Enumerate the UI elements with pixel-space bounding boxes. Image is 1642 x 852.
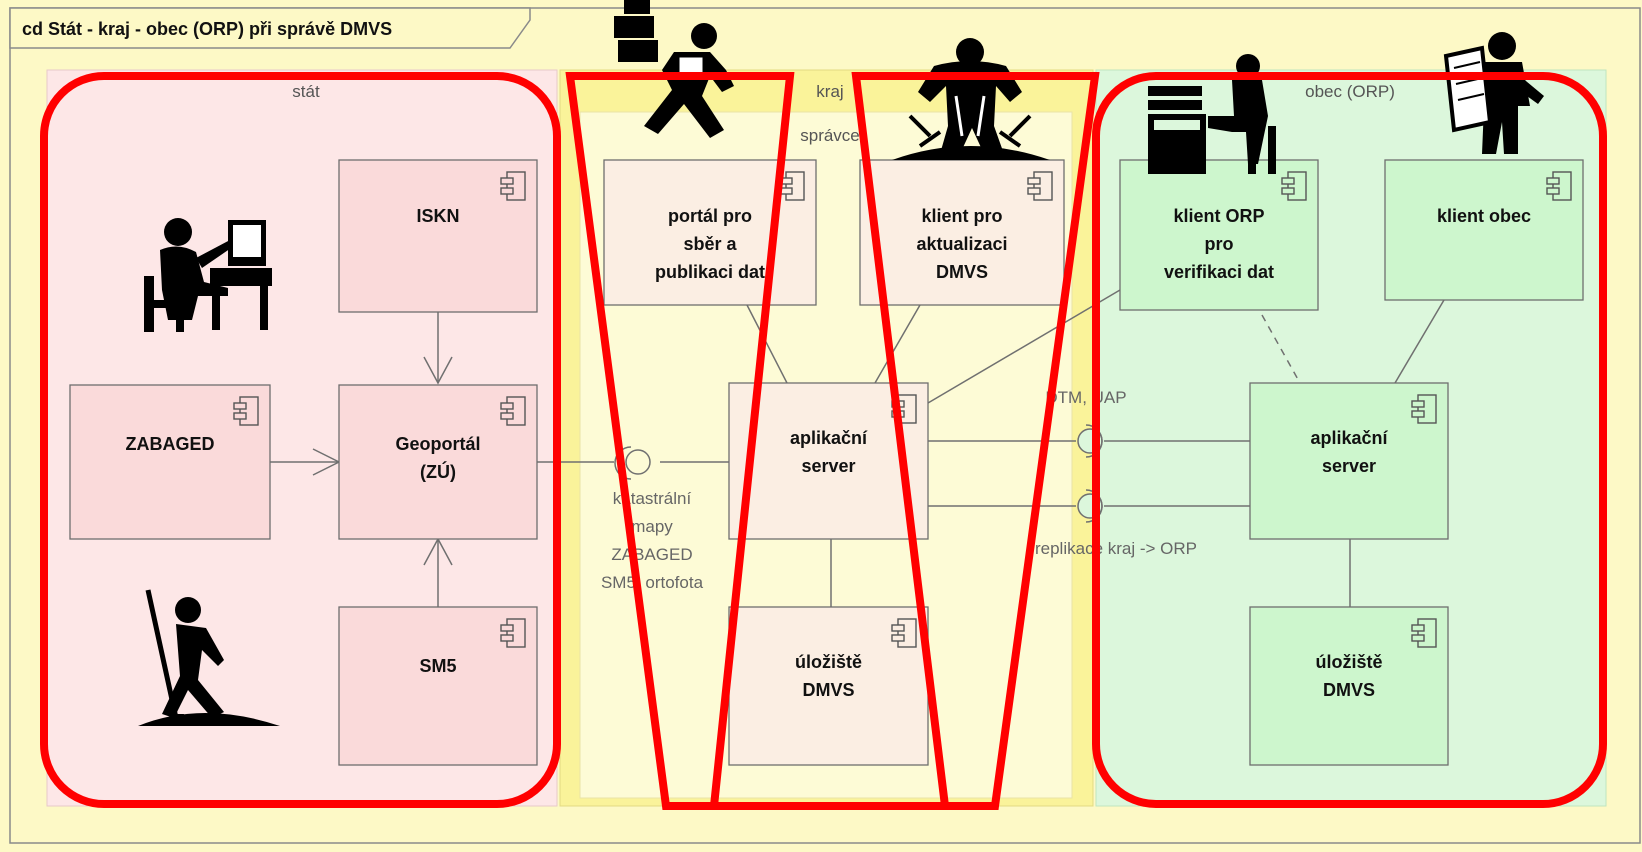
component-label: Geoportál — [395, 434, 480, 454]
strong-man-icon — [892, 38, 1050, 160]
component-icon — [500, 618, 526, 648]
frame-title: cd Stát - kraj - obec (ORP) při správě D… — [22, 19, 392, 39]
component-geoportal: Geoportál (ZÚ) — [338, 384, 538, 540]
component-label: aplikační — [1310, 428, 1388, 448]
svg-text:mapy: mapy — [631, 517, 673, 536]
component-klient-orp: klient ORP pro verifikaci dat — [1119, 159, 1319, 311]
component-icon — [500, 171, 526, 201]
component-label: klient obec — [1437, 206, 1531, 226]
component-icon — [500, 396, 526, 426]
component-label: klient pro — [921, 206, 1002, 226]
zone-spravce-label: správce — [800, 126, 860, 145]
component-icon — [1281, 171, 1307, 201]
component-label: portál pro — [668, 206, 752, 226]
svg-text:katastrální: katastrální — [613, 489, 692, 508]
digging-worker-icon — [138, 589, 280, 726]
component-label: DMVS — [1323, 680, 1375, 700]
person-at-computer-icon — [144, 218, 272, 332]
component-portal: portál pro sběr a publikaci dat — [603, 159, 817, 306]
component-icon — [1546, 171, 1572, 201]
component-label: publikaci dat — [655, 262, 765, 282]
zone-obec-label: obec (ORP) — [1305, 82, 1395, 101]
component-label: server — [1322, 456, 1376, 476]
component-label: aplikační — [790, 428, 868, 448]
component-icon — [891, 618, 917, 648]
highlight-stat — [40, 72, 561, 808]
component-label: verifikaci dat — [1164, 262, 1274, 282]
interface-replikace-label: replikace kraj -> ORP — [1035, 539, 1197, 558]
component-sm5: SM5 — [338, 606, 538, 766]
component-klient-obec: klient obec — [1384, 159, 1584, 301]
zone-stat-label: stát — [292, 82, 320, 101]
component-zabaged: ZABAGED — [69, 384, 271, 540]
component-label: (ZÚ) — [420, 461, 456, 482]
highlight-annotations — [40, 72, 1607, 810]
components: ISKN ZABAGED Geoportál (ZÚ) SM5 portál pro sbě… — [69, 159, 1584, 766]
component-icon — [233, 396, 259, 426]
surveyor-with-plan-icon — [1443, 32, 1544, 154]
component-label: pro — [1205, 234, 1234, 254]
svg-text:ZABAGED: ZABAGED — [611, 545, 692, 564]
component-icon — [1411, 618, 1437, 648]
diagram-frame — [9, 7, 1641, 844]
interface-dtm-label: DTM, ÚAP — [1045, 388, 1126, 407]
component-label: aktualizaci — [916, 234, 1007, 254]
component-app-orp: aplikační server — [1249, 382, 1449, 540]
component-label: SM5 — [419, 656, 456, 676]
component-label: ZABAGED — [126, 434, 215, 454]
component-label: DMVS — [802, 680, 854, 700]
component-label: server — [801, 456, 855, 476]
frame-title-tab — [9, 7, 531, 49]
component-label: klient ORP — [1173, 206, 1264, 226]
component-label: ISKN — [416, 206, 459, 226]
component-label: sběr a — [683, 234, 737, 254]
zone-kraj-label: kraj — [816, 82, 843, 101]
component-label: úložiště — [795, 652, 862, 672]
component-icon — [1411, 394, 1437, 424]
component-label: DMVS — [936, 262, 988, 282]
component-icon — [1027, 171, 1053, 201]
svg-text:SM5, ortofota: SM5, ortofota — [601, 573, 704, 592]
component-label: úložiště — [1315, 652, 1382, 672]
highlight-obec — [1092, 72, 1607, 808]
component-iskn: ISKN — [338, 159, 538, 313]
